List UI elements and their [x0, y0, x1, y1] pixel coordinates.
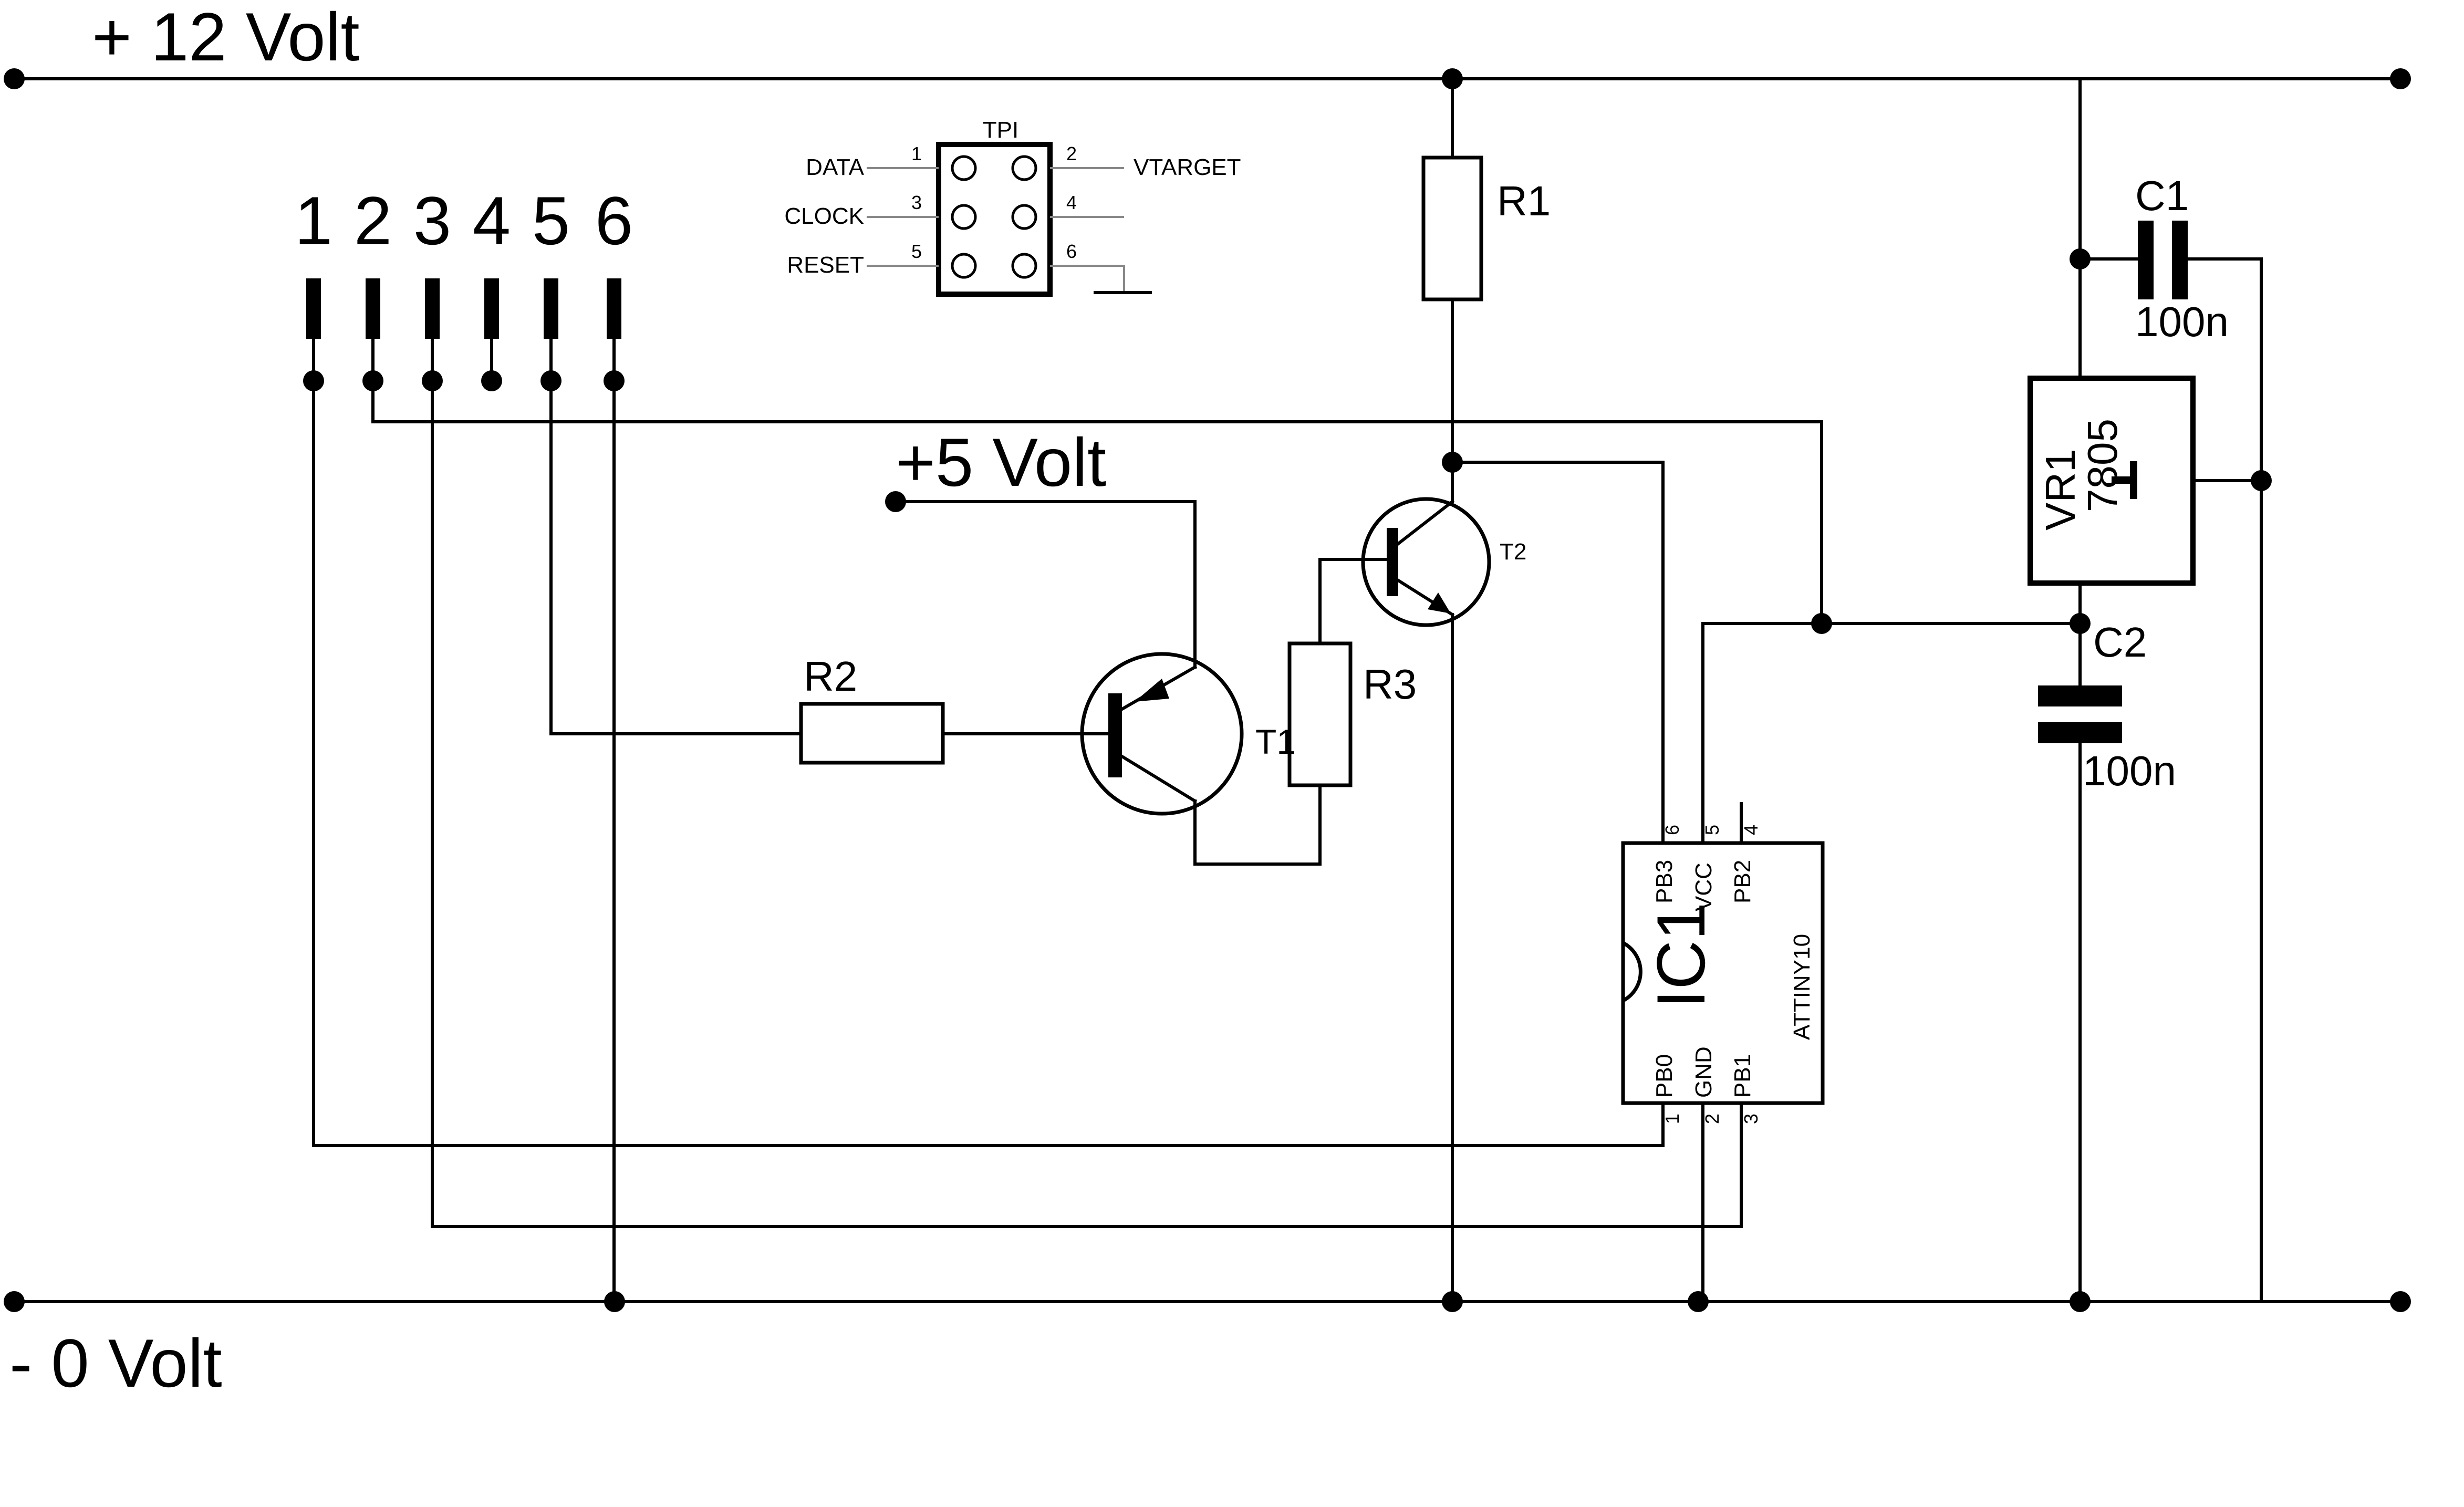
tpi-pin-5: 5 — [911, 241, 922, 262]
connector-header — [303, 278, 625, 391]
vr1-part: 7805 — [2079, 419, 2126, 512]
ic1-pin-pb0: PB0 — [1651, 1054, 1677, 1098]
t2-label: T2 — [1500, 539, 1526, 565]
t2-transistor — [1361, 497, 1491, 627]
c1-label: C1 — [2135, 172, 2189, 219]
tpi-data-label: DATA — [806, 154, 864, 180]
tpi-vtarget-label: VTARGET — [1134, 154, 1241, 180]
connector-pin-6: 6 — [595, 182, 633, 259]
r3-label: R3 — [1363, 661, 1417, 708]
t1-label: T1 — [1255, 722, 1296, 761]
ic1-pin-vcc: VCC — [1691, 862, 1717, 911]
c2-capacitor — [2038, 685, 2122, 743]
r2-resistor — [799, 702, 945, 765]
ic1-pin-5-num: 5 — [1701, 825, 1723, 835]
c2-value: 100n — [2083, 747, 2176, 794]
rail-12v — [4, 68, 2411, 89]
ic1-pin-pb3: PB3 — [1651, 860, 1677, 903]
tpi-pin-6: 6 — [1066, 241, 1077, 262]
connector-pin-2: 2 — [354, 182, 392, 259]
ic1-pin-pb2: PB2 — [1730, 860, 1755, 903]
connector-pin-4: 4 — [473, 182, 511, 259]
tpi-pin-1: 1 — [911, 143, 922, 164]
wires — [312, 77, 2272, 1303]
connector-pin-3: 3 — [413, 182, 451, 259]
ic1-pin-4-num: 4 — [1740, 825, 1762, 835]
r2-label: R2 — [804, 653, 857, 700]
supply-5v-label: +5 Volt — [896, 424, 1106, 501]
rail-0v — [4, 1291, 2411, 1312]
ic1-pin-6-num: 6 — [1661, 825, 1683, 835]
tpi-pin-3: 3 — [911, 192, 922, 213]
r1-resistor — [1421, 155, 1483, 302]
ic1-pin-gnd: GND — [1691, 1046, 1717, 1098]
tpi-pin-2: 2 — [1066, 143, 1077, 164]
rail-12v-label: + 12 Volt — [92, 0, 360, 75]
ic1-pin-pb1: PB1 — [1730, 1054, 1755, 1098]
ic1-pin-3-num: 3 — [1740, 1114, 1762, 1124]
tpi-reset-label: RESET — [787, 252, 864, 278]
ic1-chip — [1621, 841, 1825, 1105]
tpi-header — [867, 142, 1152, 297]
vr1-label: VR1 — [2037, 449, 2084, 531]
ic1-pin-2-num: 2 — [1701, 1114, 1723, 1124]
ic1-part: ATTINY10 — [1789, 934, 1815, 1040]
c1-capacitor — [2138, 221, 2188, 299]
tpi-title: TPI — [983, 117, 1018, 143]
ic1-pin-1-num: 1 — [1661, 1114, 1683, 1124]
tpi-clock-label: CLOCK — [784, 203, 864, 229]
connector-pin-1: 1 — [295, 182, 332, 259]
c2-label: C2 — [2093, 619, 2147, 666]
ic1-label: IC1 — [1642, 902, 1719, 1009]
r3-resistor — [1287, 641, 1353, 787]
connector-pin-5: 5 — [532, 182, 570, 259]
r1-label: R1 — [1497, 178, 1551, 224]
vr1-regulator — [2028, 376, 2196, 586]
c1-value: 100n — [2135, 298, 2229, 345]
t1-transistor — [1080, 652, 1244, 816]
rail-0v-label: - 0 Volt — [9, 1325, 222, 1401]
tpi-pin-4: 4 — [1066, 192, 1077, 213]
